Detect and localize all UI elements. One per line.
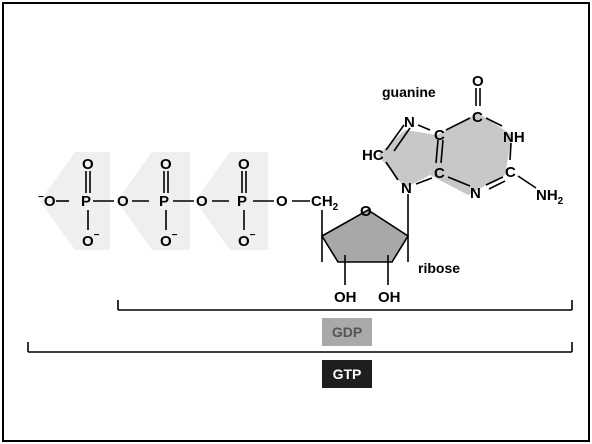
gdp-badge (322, 318, 372, 346)
atom-p2: P (159, 193, 169, 210)
atom-c-top: C (434, 127, 445, 144)
phosphate-chevron-2 (117, 152, 190, 250)
ribose-ring (320, 209, 410, 263)
phosphate-chevron-3 (195, 152, 268, 250)
atom-c-carbonyl: C (472, 109, 483, 126)
gtp-badge (322, 360, 372, 388)
atom-n-ring-bottom: N (470, 185, 481, 202)
bonds (56, 88, 537, 285)
atom-n-imid-top: N (404, 114, 415, 131)
atom-nh: NH (503, 129, 525, 146)
atom-ch2: CH2 (311, 193, 339, 213)
atom-oh-right: OH (378, 289, 401, 306)
guanine-ring-fill (378, 113, 512, 195)
atom-labels: −O P O O− O P O O− O P O O− O CH2 O OH O… (38, 73, 564, 306)
gdp-badge-label: GDP (332, 324, 362, 340)
atom-o-bridge1: O (117, 193, 129, 210)
atom-oh-left: OH (334, 289, 357, 306)
atom-p1: P (81, 193, 91, 210)
atom-o-bottom1: O− (82, 230, 100, 250)
phosphate-chevron-1 (40, 152, 110, 250)
atom-hc: HC (362, 147, 384, 164)
atom-o-bridge2: O (196, 193, 208, 210)
gtp-bracket (27, 342, 573, 353)
atom-o-minus-left: −O (38, 192, 56, 210)
guanine-label: guanine (382, 84, 436, 100)
atom-o-bridge3: O (276, 193, 288, 210)
gdp-bracket (117, 300, 573, 311)
ribose-label: ribose (418, 260, 460, 276)
atom-p3: P (237, 193, 247, 210)
atom-o-top2: O (160, 156, 172, 173)
atom-o-ribose: O (360, 203, 372, 220)
atom-c-amine: C (505, 164, 516, 181)
atom-c-bottom: C (434, 165, 445, 182)
atom-o-bottom3: O− (238, 230, 256, 250)
atom-o-top1: O (82, 156, 94, 173)
atom-o-bottom2: O− (160, 230, 178, 250)
atom-n9: N (401, 180, 412, 197)
atom-o-top3: O (238, 156, 250, 173)
phosphate-chevrons (40, 152, 268, 250)
gtp-badge-label: GTP (333, 366, 362, 382)
atom-o-carbonyl: O (472, 73, 484, 90)
atom-nh2: NH2 (536, 187, 564, 207)
